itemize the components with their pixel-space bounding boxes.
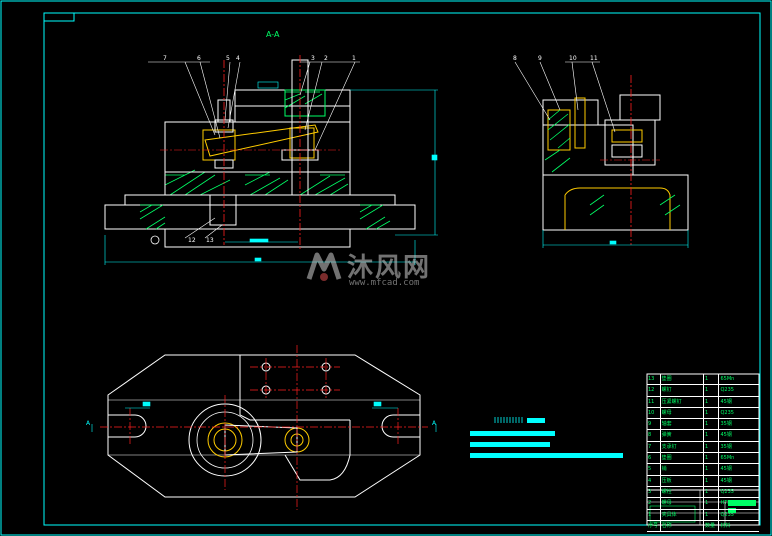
bom-cell-mat: 45钢: [720, 477, 732, 484]
bom-cell-name: 螺钉: [661, 385, 704, 396]
bom-cell-mat: Q235: [720, 409, 734, 416]
callout-5a: 5: [226, 55, 230, 62]
bom-cell-mat: 65Mn: [720, 376, 735, 382]
front-section-view: [104, 55, 438, 265]
side-view: [514, 61, 689, 248]
bom-cell-no: 8: [647, 430, 661, 441]
bom-cell-qty: 1: [704, 498, 720, 509]
bom-cell-no: 3: [647, 486, 661, 498]
bom-cell-qty: 1: [704, 385, 720, 396]
callout-12: 12: [188, 237, 196, 244]
bom-cell-mat: 45钢: [720, 398, 732, 405]
callout-11: 11: [590, 55, 598, 62]
inner-frame: [43, 12, 761, 526]
bom-cell-qty: 1: [704, 430, 720, 441]
callout-8: 8: [513, 55, 517, 62]
bom-cell-qty: 1: [704, 486, 720, 498]
callout-4: 4: [236, 55, 240, 62]
bom-header-mat: 材料: [720, 522, 731, 529]
bom-cell-no: 9: [647, 419, 661, 430]
bom-header: 序号 名称 数量 材料: [647, 520, 759, 533]
section-mark-right: A: [432, 420, 437, 427]
callout-1: 1: [352, 55, 356, 62]
bom-cell-qty: 1: [704, 419, 720, 430]
bom-cell-qty: 1: [704, 396, 720, 407]
bom-header-qty: 数量: [704, 520, 720, 532]
bom-cell-mat: 35钢: [720, 421, 732, 428]
bom-cell-mat: Q235: [720, 387, 734, 394]
bom-cell-name: 压板: [661, 475, 704, 486]
bom-cell-qty: 1: [704, 509, 720, 520]
plan-view: [91, 345, 437, 510]
bom-header-name: 名称: [661, 520, 704, 532]
bom-cell-mat: 65Mn: [720, 455, 735, 462]
bom-cell-no: 2: [647, 498, 661, 509]
bom-cell-mat: 45钢: [720, 466, 732, 473]
bom-cell-name: 螺母: [661, 498, 704, 509]
bom-cell-mat: HT200: [720, 500, 737, 507]
callout-3: 3: [311, 55, 315, 62]
bom-cell-no: 6: [647, 453, 661, 464]
bom-cell-qty: 1: [704, 453, 720, 464]
callout-2: 2: [324, 55, 328, 62]
bom-cell-name: 垫圈: [661, 374, 704, 385]
bom-cell-name: 轴套: [661, 419, 704, 430]
bom-cell-name: 弹簧: [661, 430, 704, 441]
callout-7: 7: [163, 55, 167, 62]
watermark-url: www.mfcad.com: [349, 278, 420, 288]
watermark: 沐风网 www.mfcad.com: [305, 245, 475, 293]
callout-13: 13: [206, 237, 214, 244]
bom-cell-name: 螺柱: [661, 486, 704, 498]
technical-notes: [470, 417, 623, 458]
section-mark-left: A: [86, 420, 91, 427]
bom-cell-no: 1: [647, 509, 661, 520]
bom-cell-qty: 1: [704, 407, 720, 419]
bom-header-no: 序号: [647, 520, 661, 532]
bom-cell-qty: 1: [704, 464, 720, 475]
bom-cell-no: 5: [647, 464, 661, 475]
bom-cell-no: 7: [647, 441, 661, 453]
bom-cell-qty: 1: [704, 475, 720, 486]
bom-cell-mat: 45钢: [720, 432, 732, 439]
bom-cell-mat: Q235: [720, 511, 734, 518]
bom-cell-mat: Q235: [720, 488, 734, 495]
bom-cell-name: 垫圈: [661, 453, 704, 464]
callout-6: 6: [197, 55, 201, 62]
bom-cell-no: 12: [647, 385, 661, 396]
bom-cell-name: 支承钉: [661, 441, 704, 453]
bom-cell-qty: 1: [704, 374, 720, 385]
clamp-lever: [204, 124, 319, 157]
bom-cell-no: 11: [647, 396, 661, 407]
bom-cell-name: 压紧螺钉: [661, 396, 704, 407]
bom-cell-no: 13: [647, 374, 661, 385]
bom-cell-name: 销: [661, 464, 704, 475]
callout-9: 9: [538, 55, 542, 62]
bom-cell-no: 4: [647, 475, 661, 486]
bom-cell-name: 夹具体: [661, 509, 704, 520]
bom-cell-no: 10: [647, 407, 661, 419]
watermark-brand: 沐风网: [347, 253, 432, 283]
callout-10: 10: [569, 55, 577, 62]
bom-cell-qty: 1: [704, 441, 720, 453]
bom-cell-mat: 35钢: [720, 443, 732, 450]
bom-cell-name: 螺母: [661, 407, 704, 419]
corner-box: [43, 12, 75, 22]
mfcad-logo-icon: [306, 252, 342, 281]
section-title: A-A: [266, 30, 280, 39]
